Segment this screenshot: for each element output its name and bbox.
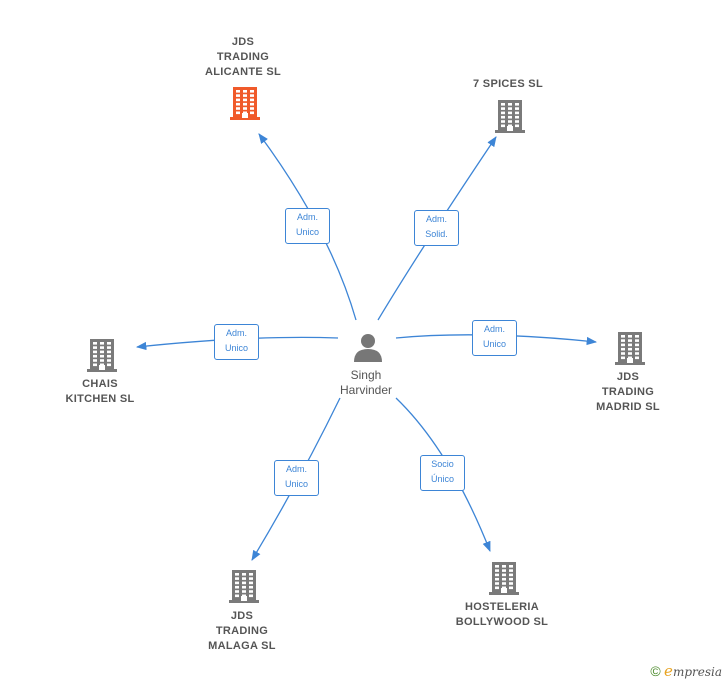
company-name-bollywood[interactable]: HOSTELERIA BOLLYWOOD SL: [455, 601, 549, 628]
building-icon[interactable]: [87, 338, 117, 377]
company-name-malaga[interactable]: JDS TRADING MALAGA SL: [208, 610, 276, 652]
relation-label-madrid: Adm. Unico: [472, 320, 517, 356]
relation-label-alicante: Adm. Unico: [285, 208, 330, 244]
company-name-madrid[interactable]: JDS TRADING MADRID SL: [596, 371, 660, 413]
relation-label-spices: Adm. Solid.: [414, 210, 459, 246]
building-icon[interactable]: [495, 99, 525, 138]
relation-label-malaga: Adm. Unico: [274, 460, 319, 496]
building-icon[interactable]: [230, 86, 260, 125]
building-icon[interactable]: [229, 569, 259, 608]
building-icon[interactable]: [489, 561, 519, 600]
empresia-logo: © empresia: [650, 662, 722, 680]
relation-label-bollywood: Socio Único: [420, 455, 465, 491]
building-icon[interactable]: [615, 331, 645, 370]
company-name-chais[interactable]: CHAIS KITCHEN SL: [65, 378, 135, 405]
company-name-alicante[interactable]: JDS TRADING ALICANTE SL: [204, 36, 282, 78]
center-person-name[interactable]: Singh Harvinder: [339, 368, 393, 397]
person-icon: [352, 332, 384, 367]
company-name-spices[interactable]: 7 SPICES SL: [473, 78, 543, 90]
relation-label-chais: Adm. Unico: [214, 324, 259, 360]
